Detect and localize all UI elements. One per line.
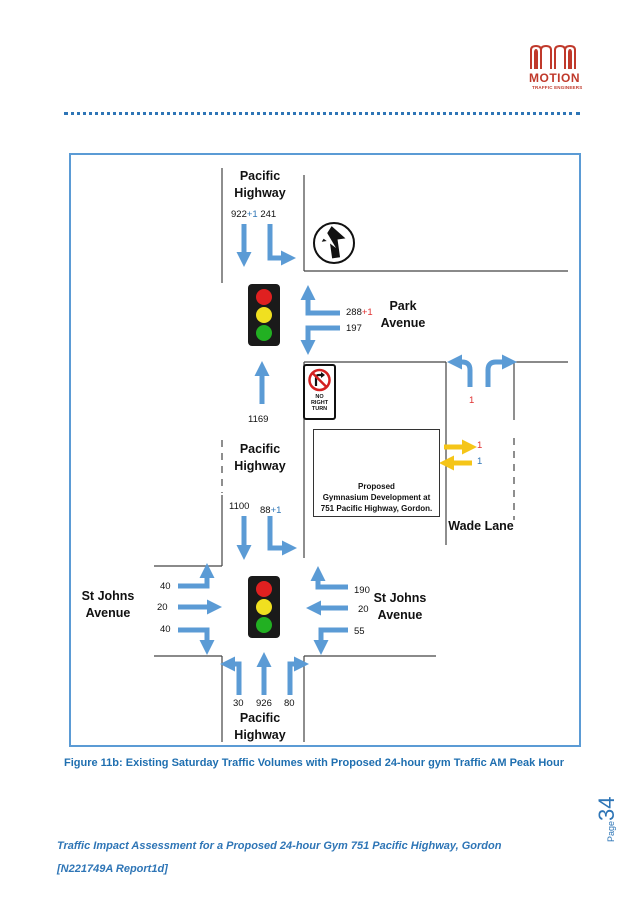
page-label: Page [606, 820, 616, 842]
st-johns-east-label-line2: Avenue [377, 608, 423, 622]
wade-right-turn-arrow [447, 354, 473, 387]
park-count-upper-extra: +1 [361, 307, 373, 318]
logo-name: MOTION [529, 71, 580, 85]
park-count-upper-value: 288 [346, 307, 362, 318]
north-road-label-line2: Highway [234, 186, 286, 200]
mid-count-left-turn: 88+1 [260, 505, 281, 516]
development-text-line2: Gymnasium Development at [322, 493, 431, 502]
north-count-through: 922 [231, 209, 247, 220]
north-approach-count: 1169 [248, 414, 269, 425]
mid-count-left-turn-value: 88 [260, 505, 271, 516]
park-avenue-label-line1: Park [389, 299, 417, 313]
road-dashed-edges [221, 438, 515, 520]
mid-road-label-line2: Highway [234, 459, 286, 473]
wade-upper-count: 1 [469, 395, 475, 406]
mid-road-label: Pacific Highway [225, 441, 295, 475]
west-right-turn-arrow [178, 627, 215, 655]
traffic-light-north [248, 284, 280, 346]
east-right-turn-arrow [310, 566, 348, 590]
park-right-turn-arrow [300, 285, 340, 316]
south-count-through: 926 [256, 698, 272, 709]
figure-caption: Figure 11b: Existing Saturday Traffic Vo… [64, 757, 564, 769]
company-logo: MOTION TRAFFIC ENGINEERS [527, 44, 583, 90]
park-avenue-label: Park Avenue [371, 298, 435, 332]
sign-text-line1: NO [315, 394, 324, 400]
south-count-left: 30 [233, 698, 244, 709]
st-johns-west-label: St Johns Avenue [76, 588, 140, 622]
south-left-turn-arrow [220, 656, 242, 695]
north-road-label: Pacific Highway [225, 168, 295, 202]
east-count-left: 55 [354, 626, 365, 637]
north-count-through-extra: +1 [246, 209, 258, 220]
north-road-label-line1: Pacific [239, 169, 281, 183]
no-right-turn-icon [308, 368, 331, 392]
sign-text-line2: RIGHT [310, 400, 329, 406]
development-text: Proposed Gymnasium Development at 751 Pa… [314, 481, 439, 514]
logo-subtitle: TRAFFIC ENGINEERS [532, 85, 583, 90]
park-count-upper: 288+1 [346, 307, 373, 318]
west-left-turn-arrow [178, 563, 215, 589]
north-counts: 922+1 241 [231, 209, 276, 220]
diagram-frame [69, 153, 581, 747]
logo-mark-icon [530, 44, 576, 69]
east-left-turn-arrow [313, 627, 348, 655]
mid-road-label-line1: Pacific [239, 442, 281, 456]
park-avenue-label-line2: Avenue [380, 316, 426, 330]
header-divider [64, 112, 580, 115]
south-right-turn-arrow [287, 656, 309, 695]
west-count-through: 20 [157, 602, 168, 613]
north-left-turn-arrow [267, 224, 296, 266]
north-arrow-icon [313, 222, 355, 264]
development-text-line1: Proposed [358, 482, 395, 491]
st-johns-west-label-line2: Avenue [85, 606, 131, 620]
south-road-label: Pacific Highway [225, 710, 295, 744]
page-number: Page34 [594, 790, 619, 842]
sign-text: NO RIGHT TURN [305, 394, 334, 412]
north-count-left-turn: 241 [260, 209, 277, 220]
south-road-label-line1: Pacific [239, 711, 281, 725]
park-left-turn-arrow [300, 325, 340, 355]
development-text-line3: 751 Pacific Highway, Gordon. [320, 504, 433, 513]
mid-left-turn-arrow [267, 516, 297, 556]
wade-left-turn-arrow [485, 354, 517, 387]
south-count-right: 80 [284, 698, 295, 709]
gym-in-count: 1 [477, 440, 483, 451]
development-box: Proposed Gymnasium Development at 751 Pa… [313, 429, 440, 517]
footer-report-ref: [N221749A Report1d] [57, 863, 168, 875]
west-count-left: 40 [160, 581, 171, 592]
park-count-lower: 197 [346, 323, 362, 334]
wade-lane-label: Wade Lane [448, 519, 514, 533]
sign-text-line3: TURN [311, 406, 328, 412]
west-count-right: 40 [160, 624, 171, 635]
mid-count-left-turn-extra: +1 [270, 505, 282, 516]
st-johns-east-label-line1: St Johns [373, 591, 427, 605]
east-count-through: 20 [358, 604, 369, 615]
east-count-right: 190 [354, 585, 370, 596]
gym-out-count: 1 [477, 456, 483, 467]
mid-count-through: 1100 [229, 501, 250, 512]
st-johns-east-label: St Johns Avenue [368, 590, 432, 624]
traffic-light-south [248, 576, 280, 638]
page-number-value: 34 [594, 796, 619, 821]
south-road-label-line2: Highway [234, 728, 286, 742]
st-johns-west-label-line1: St Johns [81, 589, 135, 603]
no-right-turn-sign: NO RIGHT TURN [303, 364, 336, 420]
footer-title: Traffic Impact Assessment for a Proposed… [57, 840, 502, 852]
